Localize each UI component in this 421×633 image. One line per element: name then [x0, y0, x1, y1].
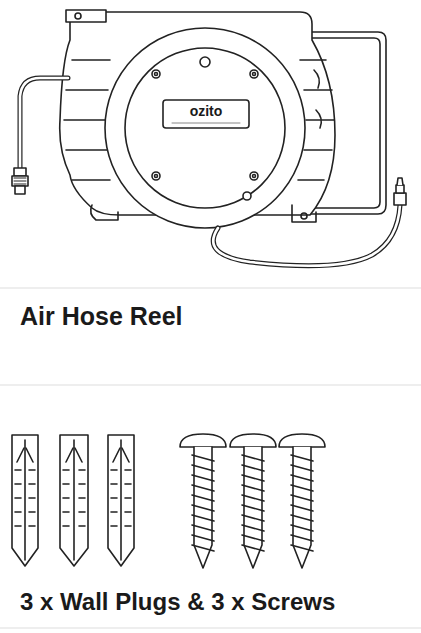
wall-plugs [12, 435, 134, 566]
separator [0, 288, 421, 289]
plug-rib [15, 497, 35, 499]
plug-rib [111, 469, 131, 471]
screw-thread [192, 455, 214, 551]
plug-rib [111, 525, 131, 527]
plug-wing [66, 448, 82, 462]
separator [0, 385, 421, 386]
item-label: Air Hose Reel [20, 302, 183, 331]
plug-rib [15, 469, 35, 471]
plug-rib [63, 483, 85, 485]
plug-rib [15, 511, 35, 513]
plug-rib [63, 511, 85, 513]
plug-rib [111, 497, 131, 499]
screw-thread [242, 455, 264, 551]
item-label: 3 x Wall Plugs & 3 x Screws [20, 588, 335, 616]
separator [0, 628, 421, 629]
plug-rib [15, 525, 35, 527]
brand-badge [163, 100, 249, 128]
plug-rib [63, 469, 85, 471]
plug-rib [15, 483, 35, 485]
plug-rib [111, 511, 131, 513]
plug-rib [111, 483, 131, 485]
screws [180, 434, 325, 568]
plug-wing [113, 448, 129, 462]
screw-thread [291, 455, 313, 551]
hose-reel [12, 10, 406, 266]
plug-rib [63, 497, 85, 499]
plug-rib [63, 525, 85, 527]
plug-wing [17, 448, 33, 462]
brand-text: ozito [190, 103, 223, 119]
